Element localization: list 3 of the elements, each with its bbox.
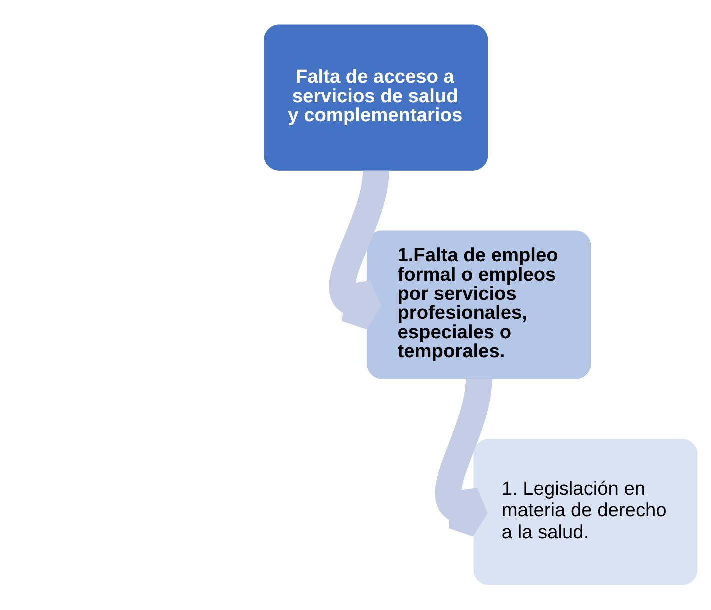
node-box: 1.Falta de empleo formal o empleos por servicios profesionales, especiales o temporales. <box>367 230 592 380</box>
node-box: 1. Legislación en materia de derecho a la salud. <box>474 439 698 586</box>
node-box: Falta de acceso a servicios de salud y complementarios <box>264 24 488 171</box>
